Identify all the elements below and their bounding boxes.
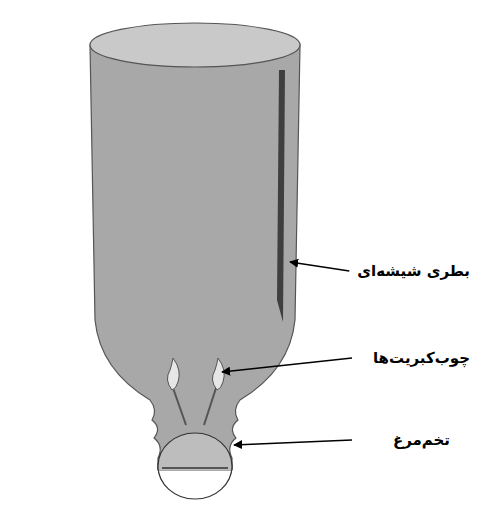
- glass-bottle: [90, 45, 300, 470]
- part-label: بطری شیشه‌ای: [357, 262, 470, 280]
- leader-line: [234, 440, 352, 445]
- egg-in-neck: [158, 433, 232, 470]
- bottle-opening: [90, 23, 300, 67]
- part-label: چوب‌کبریت‌ها: [373, 349, 470, 367]
- neck-rim: [162, 467, 228, 469]
- matchstick: [173, 388, 186, 425]
- matchstick: [204, 388, 216, 425]
- match-flame: [167, 358, 179, 390]
- leader-line: [222, 358, 352, 372]
- glass-reflection: [277, 70, 285, 322]
- match-flame: [212, 358, 224, 390]
- part-label: تخم‌مرغ: [393, 431, 450, 449]
- egg-outline: [158, 433, 232, 499]
- leader-line: [290, 262, 349, 271]
